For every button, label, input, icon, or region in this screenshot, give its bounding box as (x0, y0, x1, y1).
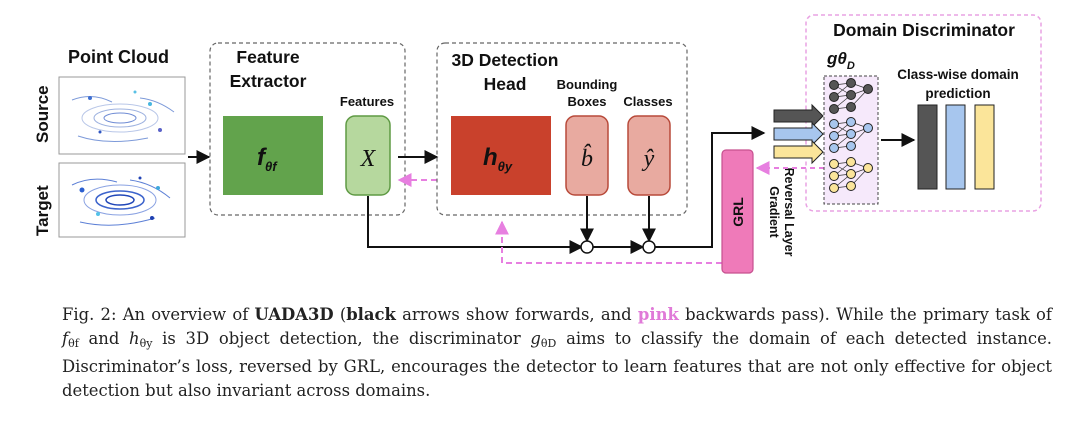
caption-pink-word: pink (637, 305, 679, 324)
grl-label: GRL (730, 197, 746, 227)
point-cloud-title: Point Cloud (68, 47, 169, 67)
figure-caption: Fig. 2: An overview of UADA3D (black arr… (62, 303, 1052, 402)
source-label: Source (33, 85, 52, 143)
concat-to-discriminator-arrow (655, 126, 766, 248)
caption-black-word: black (346, 305, 396, 324)
caption-g-math: g (530, 328, 541, 348)
detection-head-title-line2: Head (484, 74, 527, 94)
caption-h-subscript: θy (139, 336, 153, 350)
b-hat-symbol: b̂ (581, 144, 593, 172)
target-point-cloud-image (58, 162, 186, 238)
h-theta-symbol: hθy (483, 144, 513, 174)
caption-g-subscript: θD (540, 336, 557, 350)
caption-after-pink: backwards pass). While the primary task … (678, 305, 1052, 324)
features-to-concat-arrow (367, 196, 584, 254)
caption-f-subscript: θf (68, 336, 79, 350)
architecture-diagram: Point Cloud Source Target Feature Extrac… (33, 14, 1042, 274)
prediction-bar-dark (917, 104, 938, 190)
f-theta-symbol: fθf (257, 144, 278, 174)
caption-rest: aims to classify the domain of each dete… (62, 328, 1052, 400)
features-label: Features (340, 94, 394, 109)
class-output-block (627, 115, 671, 196)
target-label: Target (33, 185, 52, 236)
discriminator-network (823, 75, 879, 205)
features-block (345, 115, 391, 196)
y-hat-symbol: ŷ (642, 146, 655, 172)
caption-method-name: UADA3D (254, 305, 334, 324)
caption-open-paren: ( (333, 305, 347, 324)
concat-node-2 (642, 240, 656, 254)
domain-discriminator-title: Domain Discriminator (833, 20, 1015, 40)
caption-after-h: is 3D object detection, the discriminato… (152, 328, 531, 348)
caption-f-math: f (62, 328, 69, 348)
feature-extractor-block (223, 116, 323, 195)
bounding-boxes-label-line2: Boxes (567, 94, 606, 109)
x-symbol: X (360, 146, 377, 172)
caption-mid-text: arrows show forwards, and (395, 305, 638, 324)
feature-extractor-title-line2: Extractor (230, 71, 307, 91)
classes-label: Classes (623, 94, 672, 109)
caption-prefix: Fig. 2: An overview of (62, 305, 255, 324)
instance-feature-arrows (773, 103, 824, 165)
detection-head-block (451, 116, 551, 195)
bounding-box-output-block (565, 115, 609, 196)
caption-h-math: h (129, 328, 140, 348)
feature-extractor-box (209, 42, 406, 216)
bounding-boxes-label-line1: Bounding (557, 77, 618, 92)
source-point-cloud-image (58, 76, 186, 155)
detection-head-box (436, 42, 688, 216)
prediction-bar-yellow (974, 104, 995, 190)
classwise-label-line1: Class-wise domain (897, 67, 1019, 82)
prediction-bar-blue (945, 104, 966, 190)
grl-full-name-line2: Reversal Layer (782, 168, 796, 257)
grl-full-name-line1: Gradient (767, 186, 781, 238)
feature-extractor-title-line1: Feature (236, 47, 299, 67)
g-theta-symbol: gθD (826, 49, 855, 72)
caption-and: and (78, 328, 130, 348)
classwise-label-line2: prediction (925, 86, 990, 101)
detection-head-title-line1: 3D Detection (452, 50, 559, 70)
grl-block (721, 149, 754, 274)
concat-node-1 (580, 240, 594, 254)
grl-backward-arrow (495, 220, 722, 264)
